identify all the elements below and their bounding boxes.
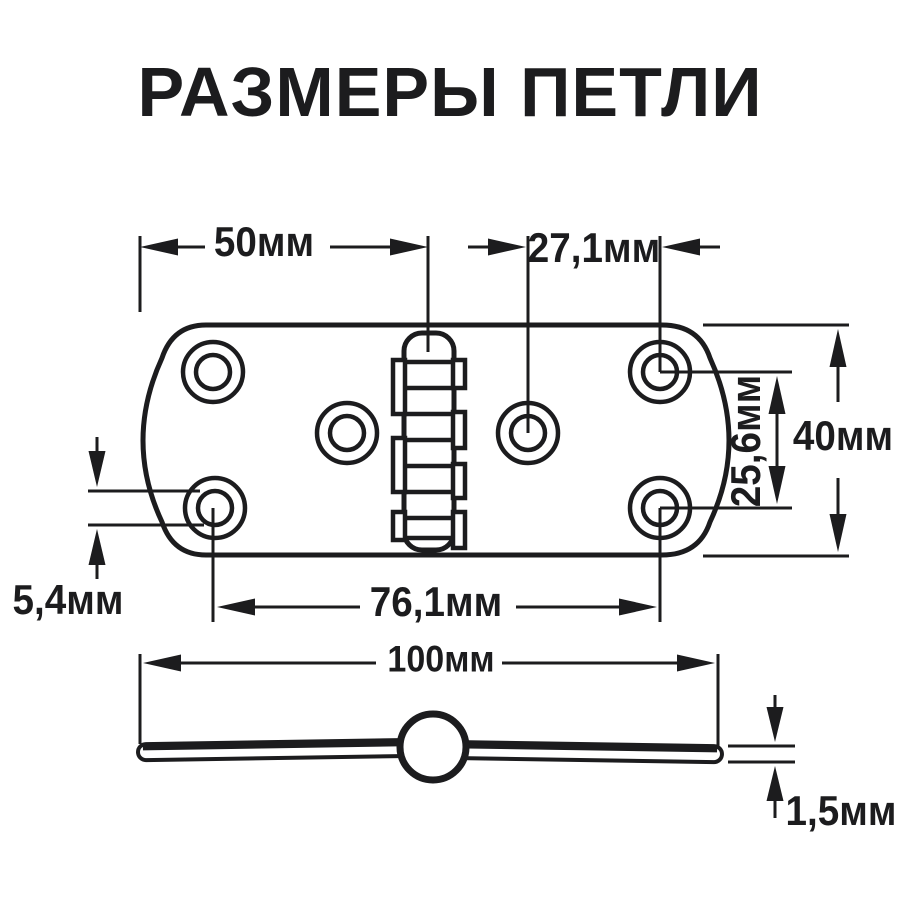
- arrowhead-down: [766, 707, 784, 742]
- barrel-knuckle-joints: [406, 359, 452, 541]
- arrowhead-right: [488, 238, 526, 256]
- hinge-barrel: [390, 330, 468, 553]
- dimension-height-40mm: [703, 323, 849, 558]
- dimension-hole-spacing-horizontal-76-1mm: [211, 508, 662, 622]
- dim-label-half-width: 50мм: [213, 218, 315, 265]
- screw-hole-bottom-left: [182, 475, 248, 541]
- arrowhead-down: [829, 514, 847, 552]
- arrowhead-down: [88, 451, 106, 487]
- page-title: РАЗМЕРЫ ПЕТЛИ: [137, 53, 763, 131]
- dimension-total-length-100mm: [138, 654, 720, 746]
- dim-label-hole-spacing-horizontal: 76,1мм: [369, 578, 503, 625]
- arrowhead-up: [88, 529, 106, 565]
- hinge-top-view: [140, 322, 732, 558]
- arrowhead-right: [390, 238, 428, 256]
- arrowhead-left: [662, 238, 700, 256]
- arrowhead-up: [768, 376, 786, 414]
- dim-label-hinge-to-hole: 27,1мм: [527, 224, 661, 271]
- dim-label-thickness: 1,5мм: [785, 787, 897, 834]
- barrel-knuckle-tabs: [390, 357, 468, 551]
- arrowhead-left: [140, 238, 178, 256]
- side-view-barrel-circle: [396, 710, 470, 784]
- screw-hole-middle-left: [314, 400, 380, 466]
- dimension-hole-spacing-vertical-25-6mm: [660, 370, 792, 510]
- arrowhead-left: [143, 654, 181, 672]
- dimension-hole-diameter-5-4mm: [88, 437, 204, 579]
- arrowhead-right: [677, 654, 715, 672]
- dimension-thickness-1-5mm: [728, 695, 795, 818]
- dim-label-total-length: 100мм: [387, 638, 495, 680]
- side-view-left-leaf: [136, 737, 426, 763]
- arrowhead-right: [619, 598, 657, 616]
- arrowhead-left: [217, 598, 255, 616]
- dimension-hinge-to-hole-27-1mm: [468, 236, 720, 433]
- dim-label-hole-diameter: 5,4мм: [12, 576, 124, 623]
- hinge-side-view: [136, 710, 724, 784]
- screw-hole-top-left: [180, 339, 246, 405]
- arrowhead-up: [766, 766, 784, 801]
- dimension-half-width-50mm: [138, 236, 430, 352]
- dim-label-hole-spacing-vertical: 25,6мм: [722, 374, 769, 508]
- arrowhead-up: [829, 329, 847, 367]
- side-view-right-leaf: [436, 739, 724, 765]
- dim-label-height: 40мм: [792, 412, 894, 459]
- arrowhead-down: [768, 466, 786, 504]
